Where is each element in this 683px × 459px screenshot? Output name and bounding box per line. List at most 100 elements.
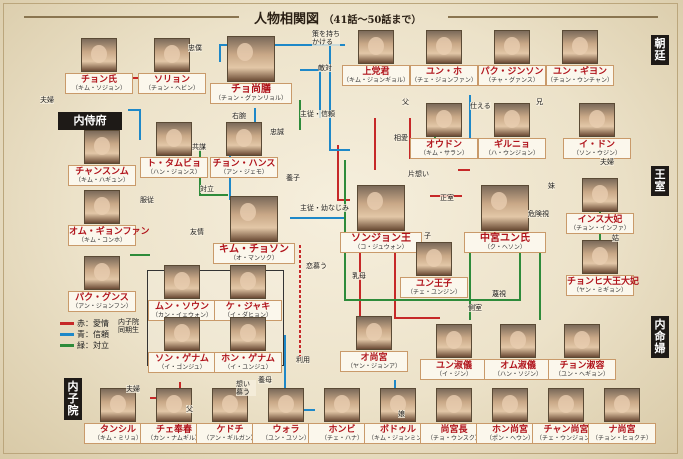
person-kedeoki[interactable]: ケドチ（アン・ギルガン） [196, 388, 264, 444]
person-kim-cheson[interactable]: キム・チョソン（オ・マンソク） [213, 196, 295, 264]
person-chon-ssi[interactable]: チョン氏（キム・ソジョン） [65, 38, 133, 94]
rel-child: 子 [424, 232, 431, 240]
person-o-sangung[interactable]: オ尚宮（ヤン・ジョンア） [340, 316, 408, 372]
person-tansil[interactable]: タンシル（キム・ミリョ） [84, 388, 152, 444]
person-cho-chigyon[interactable]: チョ尚膳（チョン・グァンリョル） [210, 36, 292, 104]
person-name: ウォラ [272, 425, 300, 435]
person-chon-hansu[interactable]: チョン・ハンス（アン・ジェモ） [210, 122, 278, 178]
person-to-tamo[interactable]: ト・タムビョ（ハン・ジョンス） [140, 122, 208, 178]
person-insu[interactable]: インス大妃（チョン・インファ） [566, 178, 634, 234]
rel-right-arm: 右腕 [232, 112, 246, 120]
rel-subordinate: 主従・幼なじみ [300, 204, 349, 212]
person-actor: （イ・ゴンジュ） [158, 364, 206, 371]
rel-contempt: 蔑視 [492, 290, 506, 298]
rel-side-room: 側室 [468, 304, 482, 312]
portrait [164, 317, 200, 351]
person-bodlu[interactable]: ボドゥル（キム・ジョンミン） [364, 388, 432, 444]
person-name: チョン淑容 [559, 361, 605, 371]
person-chon-sug[interactable]: チョン淑容（ユン・ヘギョン） [548, 324, 616, 380]
person-sangdang[interactable]: 上党君（キム・ジョンギョル） [342, 30, 410, 86]
rel-daughter: 娘 [398, 410, 405, 418]
person-name: ホン・ゲナム [221, 354, 275, 364]
person-name: 尚宮長 [440, 425, 468, 435]
person-sonjong[interactable]: ソンジョン王（コ・ジュウォン） [340, 185, 422, 253]
person-sangung-cho[interactable]: 尚宮長（チョ・ウンスク） [420, 388, 488, 444]
name-caption: ユン王子（チェ・ユンジン） [400, 277, 468, 298]
person-kejaku[interactable]: ケ・ジャキ（イ・ダヒョン） [214, 265, 282, 321]
rel-adoptive: 養子 [286, 174, 300, 182]
person-actor: （コ・ジュウォン） [354, 244, 408, 251]
person-actor: （ハン・ジョンス） [147, 169, 201, 176]
person-chan-sangung[interactable]: チャン尚宮（チェ・ウンジョン） [532, 388, 600, 444]
person-actor: （チョン・ヒョクチ） [591, 435, 652, 442]
person-name: チョ尚膳 [231, 84, 271, 95]
portrait [154, 38, 190, 72]
person-om-gyon[interactable]: オム・ギョンファン（キム・コンホ） [68, 190, 149, 246]
portrait [579, 103, 615, 137]
person-park-gunsu[interactable]: パク・グンス（アン・ジョンフン） [68, 256, 136, 312]
name-caption: ホン・ゲナム（イ・ユンジュ） [214, 352, 282, 373]
portrait [100, 388, 136, 422]
person-yun-ho[interactable]: ユン・ホ（チェ・ジョンファン） [410, 30, 478, 86]
rel-friend: 友情 [190, 228, 204, 236]
person-name: ソンジョン王 [351, 233, 411, 244]
person-son-genam[interactable]: ソン・ゲナム（イ・ゴンジュ） [148, 317, 216, 373]
person-hon-genam[interactable]: ホン・ゲナム（イ・ユンジュ） [214, 317, 282, 373]
rel-danger: 危険視 [528, 210, 549, 218]
rel-adopted-mother: 養母 [258, 376, 272, 384]
name-caption: チョン淑容（ユン・ヘギョン） [548, 359, 616, 380]
person-om-sug[interactable]: オム淑儀（ハン・ソジン） [484, 324, 552, 380]
portrait [416, 242, 452, 276]
name-caption: オム淑儀（ハン・ソジン） [484, 359, 552, 380]
name-caption: ホン尚宮（ポン・ヘウン） [476, 423, 544, 444]
person-yun-sug[interactable]: ユン淑儀（イ・ジン） [420, 324, 488, 380]
name-caption: オウドン（キム・サラン） [410, 138, 478, 159]
person-name: チョンヒ大王大妃 [567, 277, 640, 287]
person-name: ユン・ギヨン [552, 67, 607, 77]
name-caption: チョンヒ大王大妃（ヤン・ミギョン） [566, 275, 640, 296]
person-sorion[interactable]: ソリョン（チョン・ヘビン） [138, 38, 206, 94]
person-actor: （ヤン・ミギョン） [572, 287, 627, 294]
group-label: 内子院 同期生 [118, 318, 139, 334]
person-actor: （チョン・グァンリョル） [214, 95, 287, 102]
rel-opposition: 対立 [200, 185, 214, 193]
person-mun-yun[interactable]: ムン・ソウン（カン・イェウォン） [148, 265, 216, 321]
portrait [84, 256, 120, 290]
person-chansumu[interactable]: チャンスンム（キム・ハギュン） [68, 130, 136, 186]
section-oushitsu: 王室 [651, 166, 669, 196]
name-caption: 中宮ユン氏（ク・ヘソン） [464, 232, 546, 253]
person-name: チョン・ハンス [212, 159, 276, 169]
rel-use: 利用 [296, 356, 310, 364]
title-rule-right [448, 16, 658, 18]
person-honbi[interactable]: ホンビ（チェ・ハナ） [308, 388, 376, 444]
person-actor: （キム・ジョンミン） [367, 435, 428, 442]
person-actor: （イ・ジン） [435, 371, 472, 378]
name-caption: ユン・ホ（チェ・ジョンファン） [410, 65, 478, 86]
person-actor: （ハン・ソジン） [493, 371, 542, 378]
person-yun-ojo[interactable]: ユン王子（チェ・ユンジン） [400, 242, 468, 298]
person-idon[interactable]: イ・ドン（ソン・ウジン） [563, 103, 631, 159]
rel-hostile: 敵対 [318, 64, 332, 72]
person-name: ホン尚宮 [491, 425, 528, 435]
rel-obey: 服従 [140, 196, 154, 204]
person-name: チャンスンム [75, 167, 129, 177]
person-chon-heui[interactable]: チョンヒ大王大妃（ヤン・ミギョン） [566, 240, 640, 296]
name-caption: チョ尚膳（チョン・グァンリョル） [210, 83, 292, 104]
portrait [481, 185, 529, 231]
portrait [230, 196, 278, 242]
name-caption: チャンスンム（キム・ハギュン） [68, 165, 136, 186]
person-park-jinson[interactable]: パク・ジンソン（チャ・グァンス） [478, 30, 546, 86]
portrait [494, 30, 530, 64]
person-hon-sangung[interactable]: ホン尚宮（ポン・ヘウン） [476, 388, 544, 444]
person-girun[interactable]: ギルニョ（ハ・ウンジョン） [478, 103, 546, 159]
person-odon[interactable]: オウドン（キム・サラン） [410, 103, 478, 159]
portrait [230, 265, 266, 299]
rel-hold-needle: 策を持ちかける [312, 30, 340, 46]
name-caption: ナ尚宮（チョン・ヒョクチ） [588, 423, 656, 444]
person-yun-ssi[interactable]: 中宮ユン氏（ク・ヘソン） [464, 185, 546, 253]
person-na-sangung[interactable]: ナ尚宮（チョン・ヒョクチ） [588, 388, 656, 444]
section-naijifu: 内侍府 [58, 112, 122, 130]
person-ura[interactable]: ウォラ（ユン・ユソン） [252, 388, 320, 444]
person-yun-giyon[interactable]: ユン・ギヨン（チョン・ウンチャン） [546, 30, 614, 86]
